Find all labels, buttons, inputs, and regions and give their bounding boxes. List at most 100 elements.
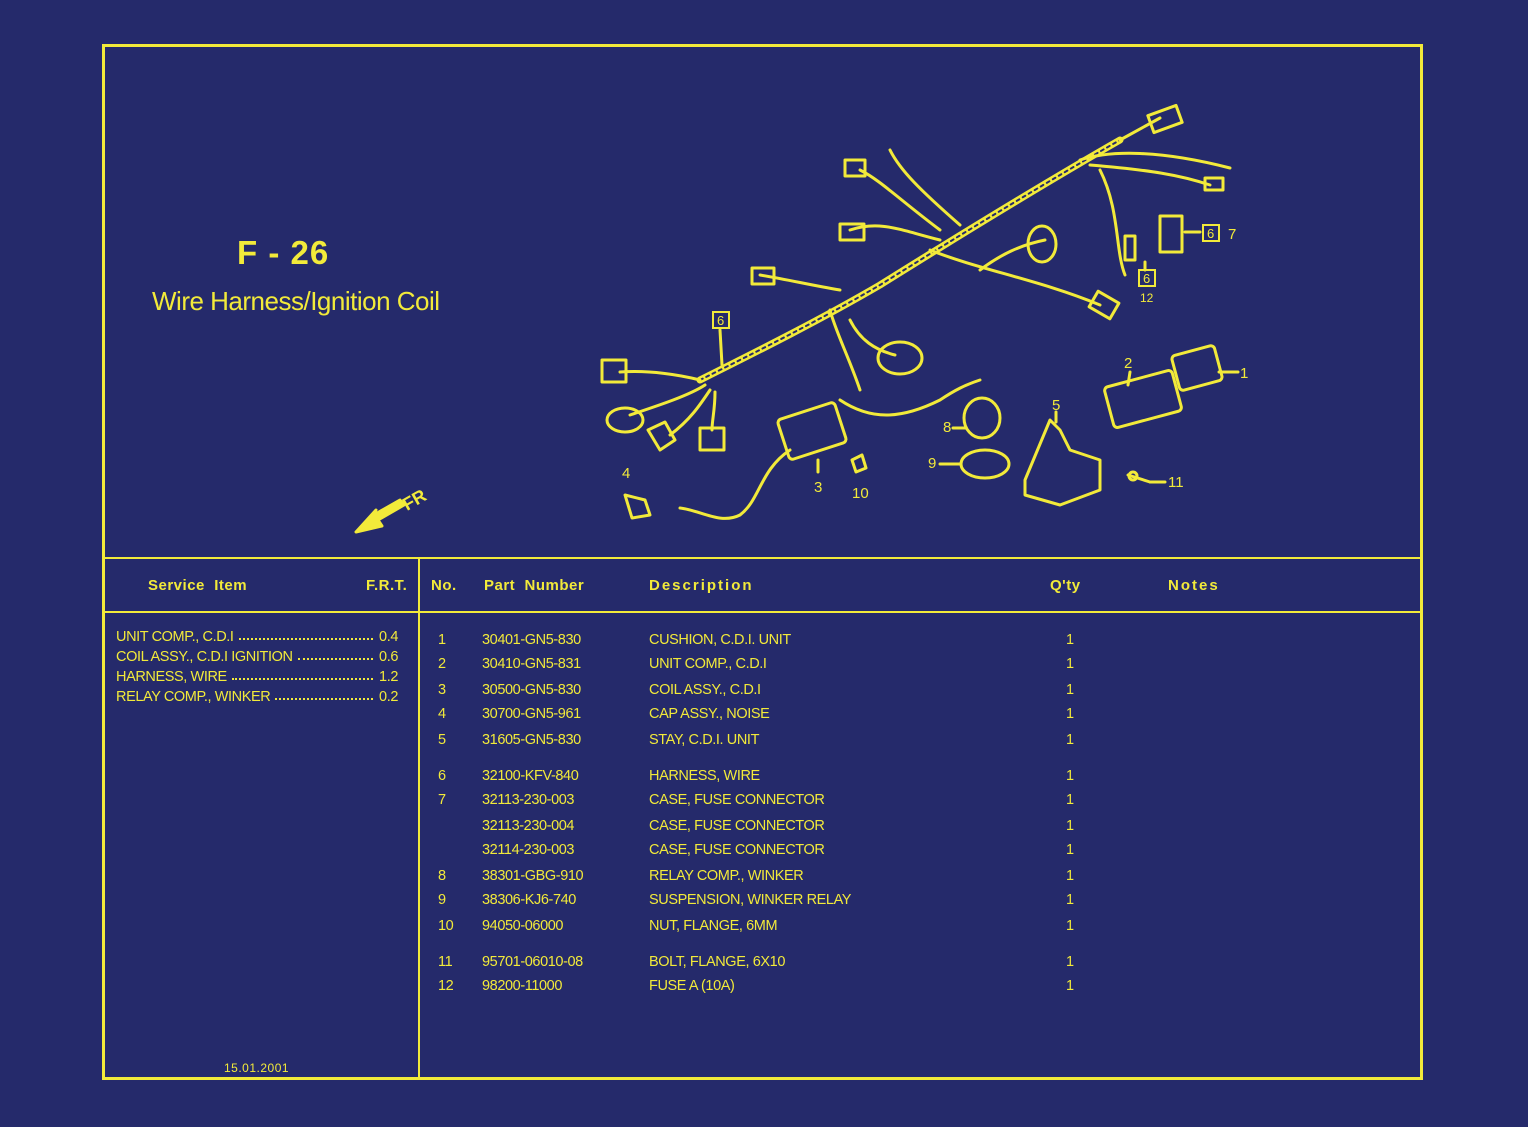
harness-branch-top-2 [1078,151,1232,170]
part-no: 1 [438,632,446,648]
harness-branch-left-1 [618,370,702,382]
part-number: 31605-GN5-830 [482,732,581,748]
harness-branch-left-3 [668,388,712,437]
harness-branch-mid [848,224,942,242]
part-qty: 1 [1066,954,1074,970]
ignition-coil-wires [838,378,982,417]
winker-relay [962,396,1002,440]
direction-label: FR [399,485,430,514]
service-item-row: HARNESS, WIRE 1.2 [116,669,398,685]
part-qty: 1 [1066,892,1074,908]
figure-code: F - 26 [237,234,330,271]
part-description: STAY, C.D.I. UNIT [649,732,760,748]
ignition-coil-lead [678,448,792,520]
part-qty: 1 [1066,792,1074,808]
callout-3: 3 [814,479,822,496]
part-description: NUT, FLANGE, 6MM [649,918,778,934]
cdi-stay [1023,418,1102,507]
connector-top-2 [1203,176,1225,192]
divider-column [418,557,420,1079]
header-no: No. [431,577,457,594]
part-description: COIL ASSY., C.D.I [649,682,761,698]
callout-2: 2 [1124,355,1132,372]
part-number: 32113-230-003 [482,792,575,808]
flange-bolt [1126,473,1152,484]
part-no: 11 [438,954,453,970]
ignition-coil [776,401,848,461]
harness-branch-top-1 [1118,116,1162,142]
part-number: 32114-230-003 [482,842,575,858]
connector-left [750,266,776,286]
divider-header-bottom [104,611,1422,613]
part-qty: 1 [1066,656,1074,672]
header-part-number: Part Number [484,577,585,594]
harness-branch-plug [978,238,1047,272]
callout-9: 9 [928,455,936,472]
part-number: 30401-GN5-830 [482,632,581,648]
part-number: 32100-KFV-840 [482,768,579,784]
part-qty: 1 [1066,682,1074,698]
callout-4: 4 [622,465,630,482]
part-description: CASE, FUSE CONNECTOR [649,842,825,858]
part-description: UNIT COMP., C.D.I [649,656,767,672]
part-qty: 1 [1066,706,1074,722]
connector-left-top [843,158,867,178]
callout-12: 12 [1140,291,1154,305]
harness-branch-down2 [848,318,897,357]
ref-box-6-a [712,311,730,329]
part-number: 95701-06010-08 [482,954,583,970]
harness-branch-fuse [1098,168,1127,277]
part-no: 10 [438,918,454,934]
part-no: 8 [438,868,446,884]
revision-date: 15.01.2001 [224,1061,290,1075]
harness-branch-left-4 [710,390,717,432]
callout-10: 10 [852,485,869,502]
header-service-item: Service Item [148,577,248,594]
harness-branch-left-up [858,168,942,232]
part-description: BOLT, FLANGE, 6X10 [649,954,785,970]
part-number: 30410-GN5-831 [482,656,581,672]
part-description: HARNESS, WIRE [649,768,760,784]
fuse-case [1158,214,1184,254]
part-description: CUSHION, C.D.I. UNIT [649,632,791,648]
part-no: 5 [438,732,446,748]
callout-8: 8 [943,419,951,436]
ref-box-6-c [1138,269,1156,287]
header-notes: Notes [1168,577,1220,594]
figure-title: Wire Harness/Ignition Coil [152,286,440,316]
harness-branch-left-end [758,273,842,292]
noise-cap [623,493,652,520]
connector-mid [838,222,866,242]
header-frt: F.R.T. [366,577,408,594]
part-number: 30500-GN5-830 [482,682,581,698]
part-no: 2 [438,656,446,672]
part-number: 98200-11000 [482,978,562,994]
service-item-row: RELAY COMP., WINKER 0.2 [116,689,398,705]
divider-header-top [104,557,1422,559]
callout-1: 1 [1240,365,1248,382]
connector-top [1146,103,1184,135]
part-description: CASE, FUSE CONNECTOR [649,792,825,808]
part-qty: 1 [1066,818,1074,834]
header-description: Description [649,577,754,594]
svg-text:6: 6 [1143,271,1150,286]
part-number: 38301-GBG-910 [482,868,584,884]
service-item-frt: 0.4 [379,629,398,645]
relay-suspension [959,448,1011,480]
part-qty: 1 [1066,732,1074,748]
part-qty: 1 [1066,842,1074,858]
part-number: 38306-KJ6-740 [482,892,576,908]
harness-branch-down [828,308,862,392]
part-description: FUSE A (10A) [649,978,735,994]
part-number: 30700-GN5-961 [482,706,581,722]
part-number: 32113-230-004 [482,818,575,834]
harness-branch-left-up2 [888,148,962,227]
part-number: 94050-06000 [482,918,564,934]
connector-round-plug [605,406,645,434]
ref-box-6-b [1202,224,1220,242]
part-no: 6 [438,768,446,784]
part-description: RELAY COMP., WINKER [649,868,804,884]
page-frame [102,44,1423,1080]
callout-11: 11 [1168,474,1184,491]
